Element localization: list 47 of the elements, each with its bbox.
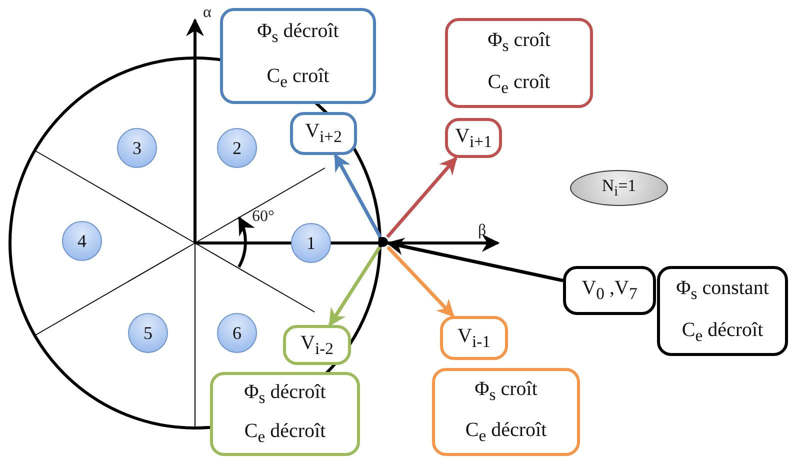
- text-box: [445, 118, 502, 158]
- text-box: [220, 8, 376, 104]
- sector-number: 2: [232, 138, 242, 158]
- box-text: Φ$_{s}$ croît: [488, 28, 550, 56]
- arrow: [386, 238, 564, 282]
- arrow: [386, 156, 458, 238]
- sector-number: 4: [78, 230, 86, 252]
- sector-number-circle: [128, 313, 168, 353]
- sector-number: 5: [144, 322, 152, 344]
- sector-number-circle: [217, 313, 257, 353]
- box-text: V$_{i+1}$: [455, 124, 492, 152]
- sector-number-circle: [117, 128, 157, 168]
- text-box: [440, 316, 508, 360]
- box-text: C$_{e}$ décroît: [244, 420, 326, 447]
- text-box: [290, 112, 357, 155]
- box-text: C$_{e}$ décroît: [682, 318, 764, 346]
- box-text: Φ$_{s}$ décroît: [257, 20, 339, 47]
- box-text: C$_{e}$ décroît: [465, 419, 547, 446]
- text-box: [283, 325, 351, 365]
- text-box: [563, 266, 656, 315]
- box-text: V$_{i+2}$: [305, 120, 342, 147]
- box-text: Φ$_{s}$ décroît: [244, 381, 326, 408]
- angle-label: 60°: [252, 208, 274, 226]
- sector-number-circle: [291, 223, 331, 263]
- box-text: N$_{i}$=1: [602, 176, 636, 200]
- arrow: [334, 153, 382, 238]
- axis-label: β: [478, 222, 486, 240]
- box-text: V$_{0}$ ,V$_{7}$: [582, 277, 638, 304]
- box-text: V$_{i-2}$: [300, 332, 334, 358]
- origin-dot: [378, 237, 388, 247]
- box-text: Φ$_{s}$ constant: [676, 276, 769, 304]
- text-box: [657, 266, 788, 356]
- text-box: [432, 368, 580, 456]
- sector-number: 3: [132, 138, 142, 158]
- box-text: Φ$_{s}$ croît: [474, 378, 538, 405]
- sector-number: 1: [306, 232, 316, 254]
- axis-label: α: [203, 4, 212, 22]
- sector-number-circle: [217, 128, 257, 168]
- box-text: C$_{e}$ croît: [266, 65, 330, 92]
- text-box: [210, 372, 360, 456]
- sector-number-circle: [62, 221, 102, 261]
- text-box: [445, 18, 593, 108]
- arrow: [328, 246, 382, 326]
- arrow: [386, 246, 454, 318]
- sector-number: 6: [232, 322, 242, 344]
- box-text: C$_{e}$ croît: [488, 70, 550, 98]
- box-text: V$_{i-1}$: [458, 324, 490, 352]
